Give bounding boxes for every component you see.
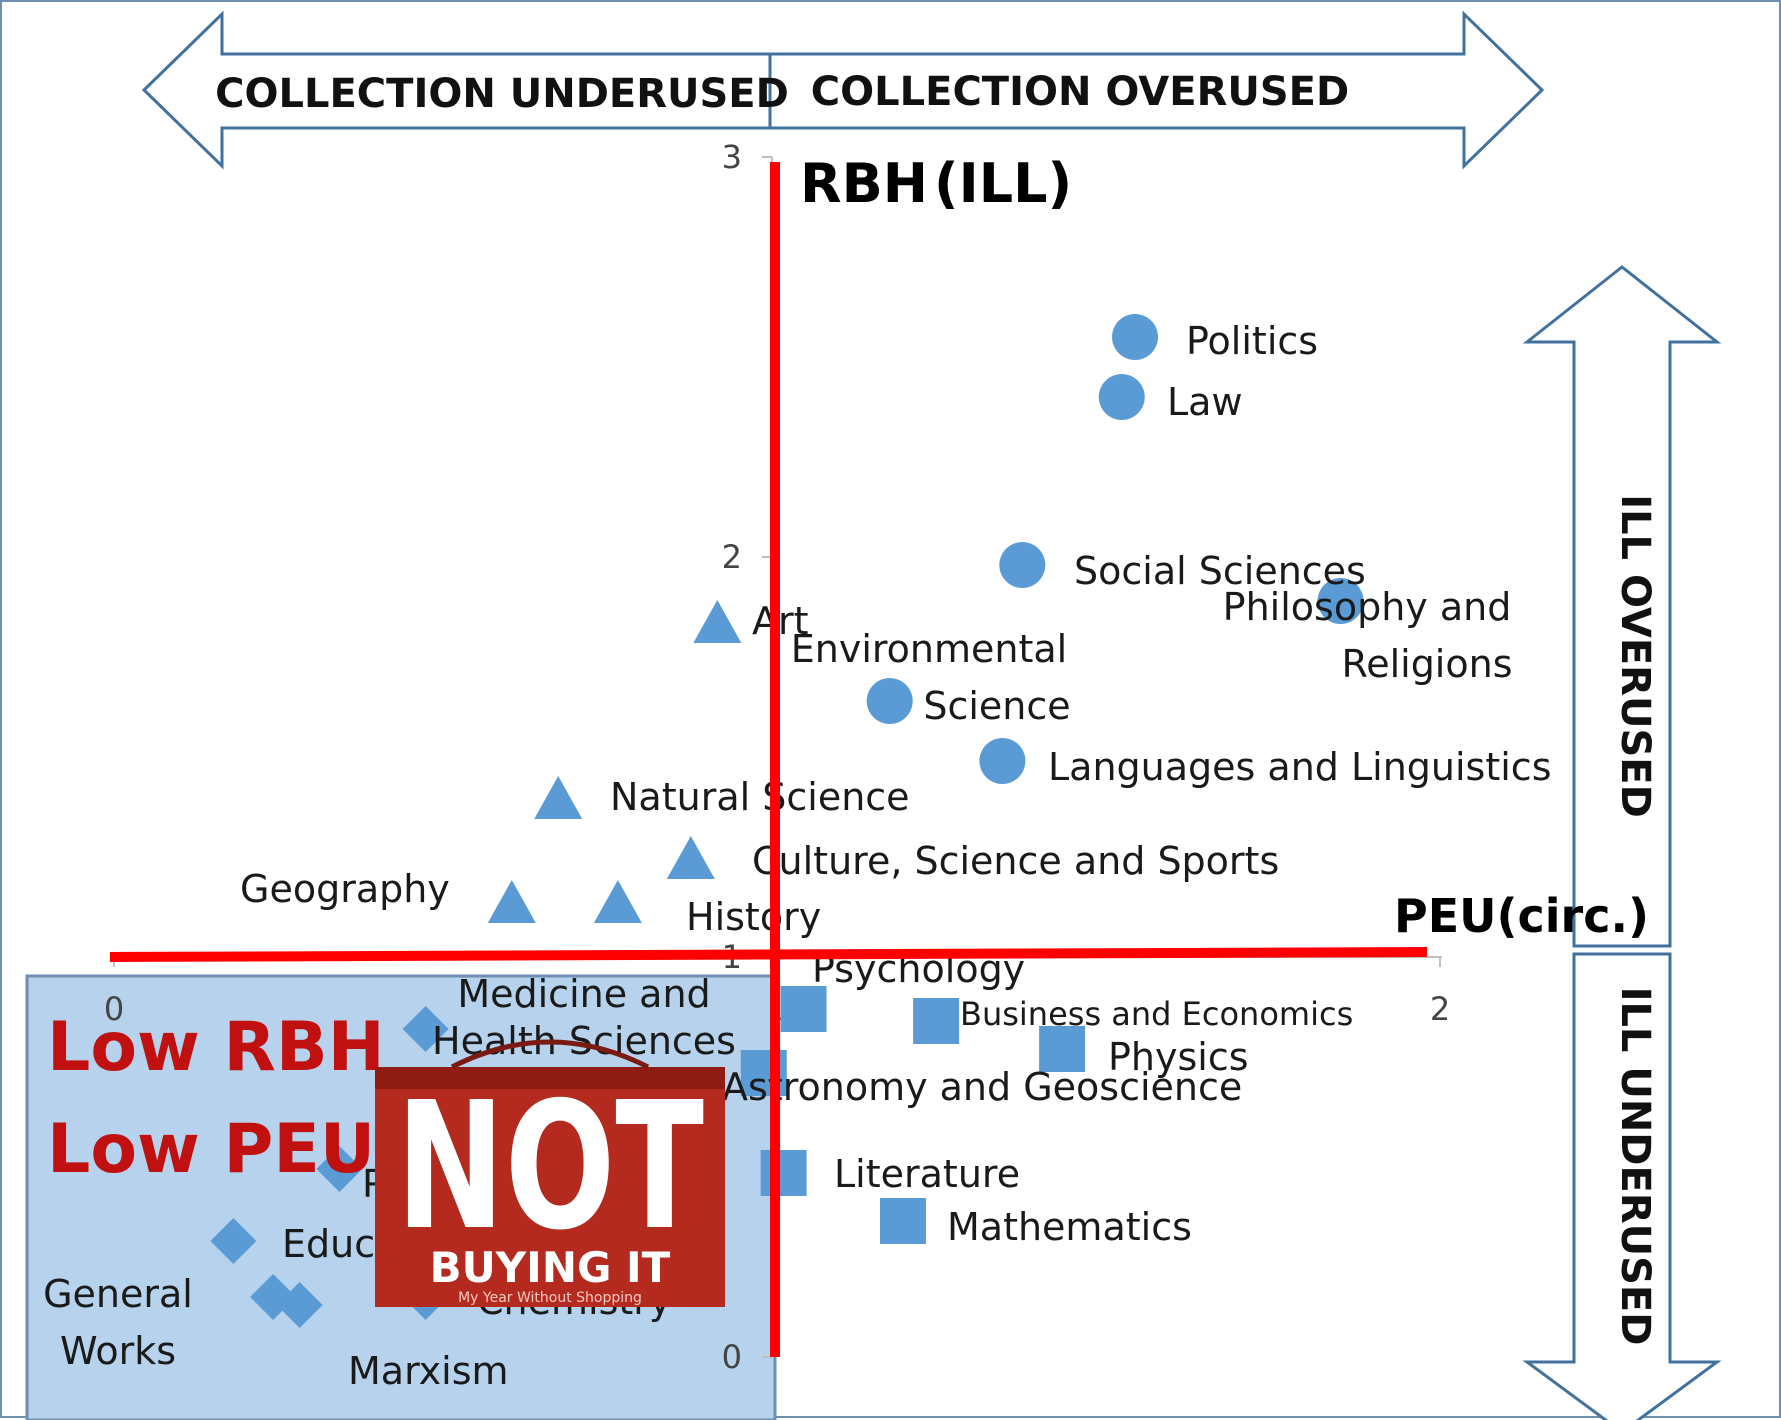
collection-overused-label: COLLECTION OVERUSED [811,69,1349,115]
ill-overused-arrow: ILL OVERUSED [1522,265,1722,948]
y-tick-label: 3 [722,138,742,176]
politics-point [1112,314,1159,360]
medicine-and-health-sciences-point [402,1006,449,1052]
natural-science-label: Natural Science [610,775,910,819]
y-axis-name: RBH(ILL) [800,152,1072,215]
sign-word-not: NOT [396,1066,704,1269]
law-label: Law [1167,380,1243,424]
x-axis-name: PEU(circ.) [1394,889,1649,943]
education-point [210,1218,257,1264]
history-label: History [686,895,821,939]
social-sciences-label: Social Sciences [1074,549,1366,593]
medicine-and-health-sciences-label: Medicine and [457,972,710,1016]
politics-label: Politics [1186,319,1318,363]
astronomy-and-geoscience-label: Astronomy and Geoscience [722,1065,1242,1109]
mathematics-label: Mathematics [947,1205,1192,1249]
x-axis-name-suffix: (circ.) [1497,889,1650,943]
philosophy-and-religions-label: Philosophy and [1223,585,1512,629]
general-works-label: General [43,1272,193,1316]
art-label: Art [752,599,809,643]
not-buying-it-bag-image: NOT BUYING IT My Year Without Shopping [375,1039,725,1307]
low-peu-label: Low PEU [47,1110,375,1189]
languages-and-linguistics-point [979,738,1026,784]
geography-label: Geography [240,867,450,911]
business-and-economics-label: Business and Economics [960,995,1353,1033]
sign-word-buying-it: BUYING IT [430,1243,671,1292]
natural-science-point [534,776,583,819]
sign-small-text: My Year Without Shopping [458,1290,642,1306]
history-point [593,880,642,923]
x-tick-label: 2 [1430,990,1450,1028]
languages-and-linguistics-label: Languages and Linguistics [1048,745,1552,789]
low-rbh-label: Low RBH [47,1008,385,1087]
art-point [693,600,742,643]
y-axis-name-rbh: RBH [800,152,928,215]
y-axis-name-suffix: (ILL) [934,152,1072,215]
x-tick-label: 0 [104,990,124,1028]
x-axis-name-peu: PEU [1394,889,1497,943]
ill-overused-label: ILL OVERUSED [1612,494,1658,818]
y-tick-label: 0 [722,1338,742,1376]
ill-underused-label: ILL UNDERUSED [1612,987,1658,1346]
marxism-point [276,1282,323,1328]
geography-point [487,880,536,923]
culture-science-and-sports-label: Culture, Science and Sports [752,839,1279,883]
red-axes [109,162,1428,1357]
environmental-science-label: Science [923,684,1070,728]
environmental-science-label: Environmental [791,627,1067,671]
collection-underused-label: COLLECTION UNDERUSED [215,71,789,117]
pharmacology-point [316,1146,363,1192]
physics-point [1039,1026,1086,1072]
literature-point [760,1150,807,1196]
collection-usage-arrow: COLLECTION UNDERUSED COLLECTION OVERUSED [141,10,1545,170]
philosophy-and-religions-point [1317,578,1364,624]
literature-label: Literature [834,1152,1020,1196]
philosophy-and-religions-label: Religions [1342,642,1513,686]
physics-label: Physics [1108,1035,1249,1079]
environmental-science-point [866,678,913,724]
general-works-label: Works [60,1329,176,1373]
ill-underused-arrow: ILL UNDERUSED [1522,952,1722,1420]
culture-science-and-sports-point [666,836,715,879]
mathematics-point [879,1198,926,1244]
business-and-economics-point [913,998,960,1044]
psychology-point [780,986,827,1032]
law-point [1098,374,1145,420]
marxism-label: Marxism [348,1349,509,1393]
social-sciences-point [999,542,1046,588]
y-tick-label: 2 [722,538,742,576]
